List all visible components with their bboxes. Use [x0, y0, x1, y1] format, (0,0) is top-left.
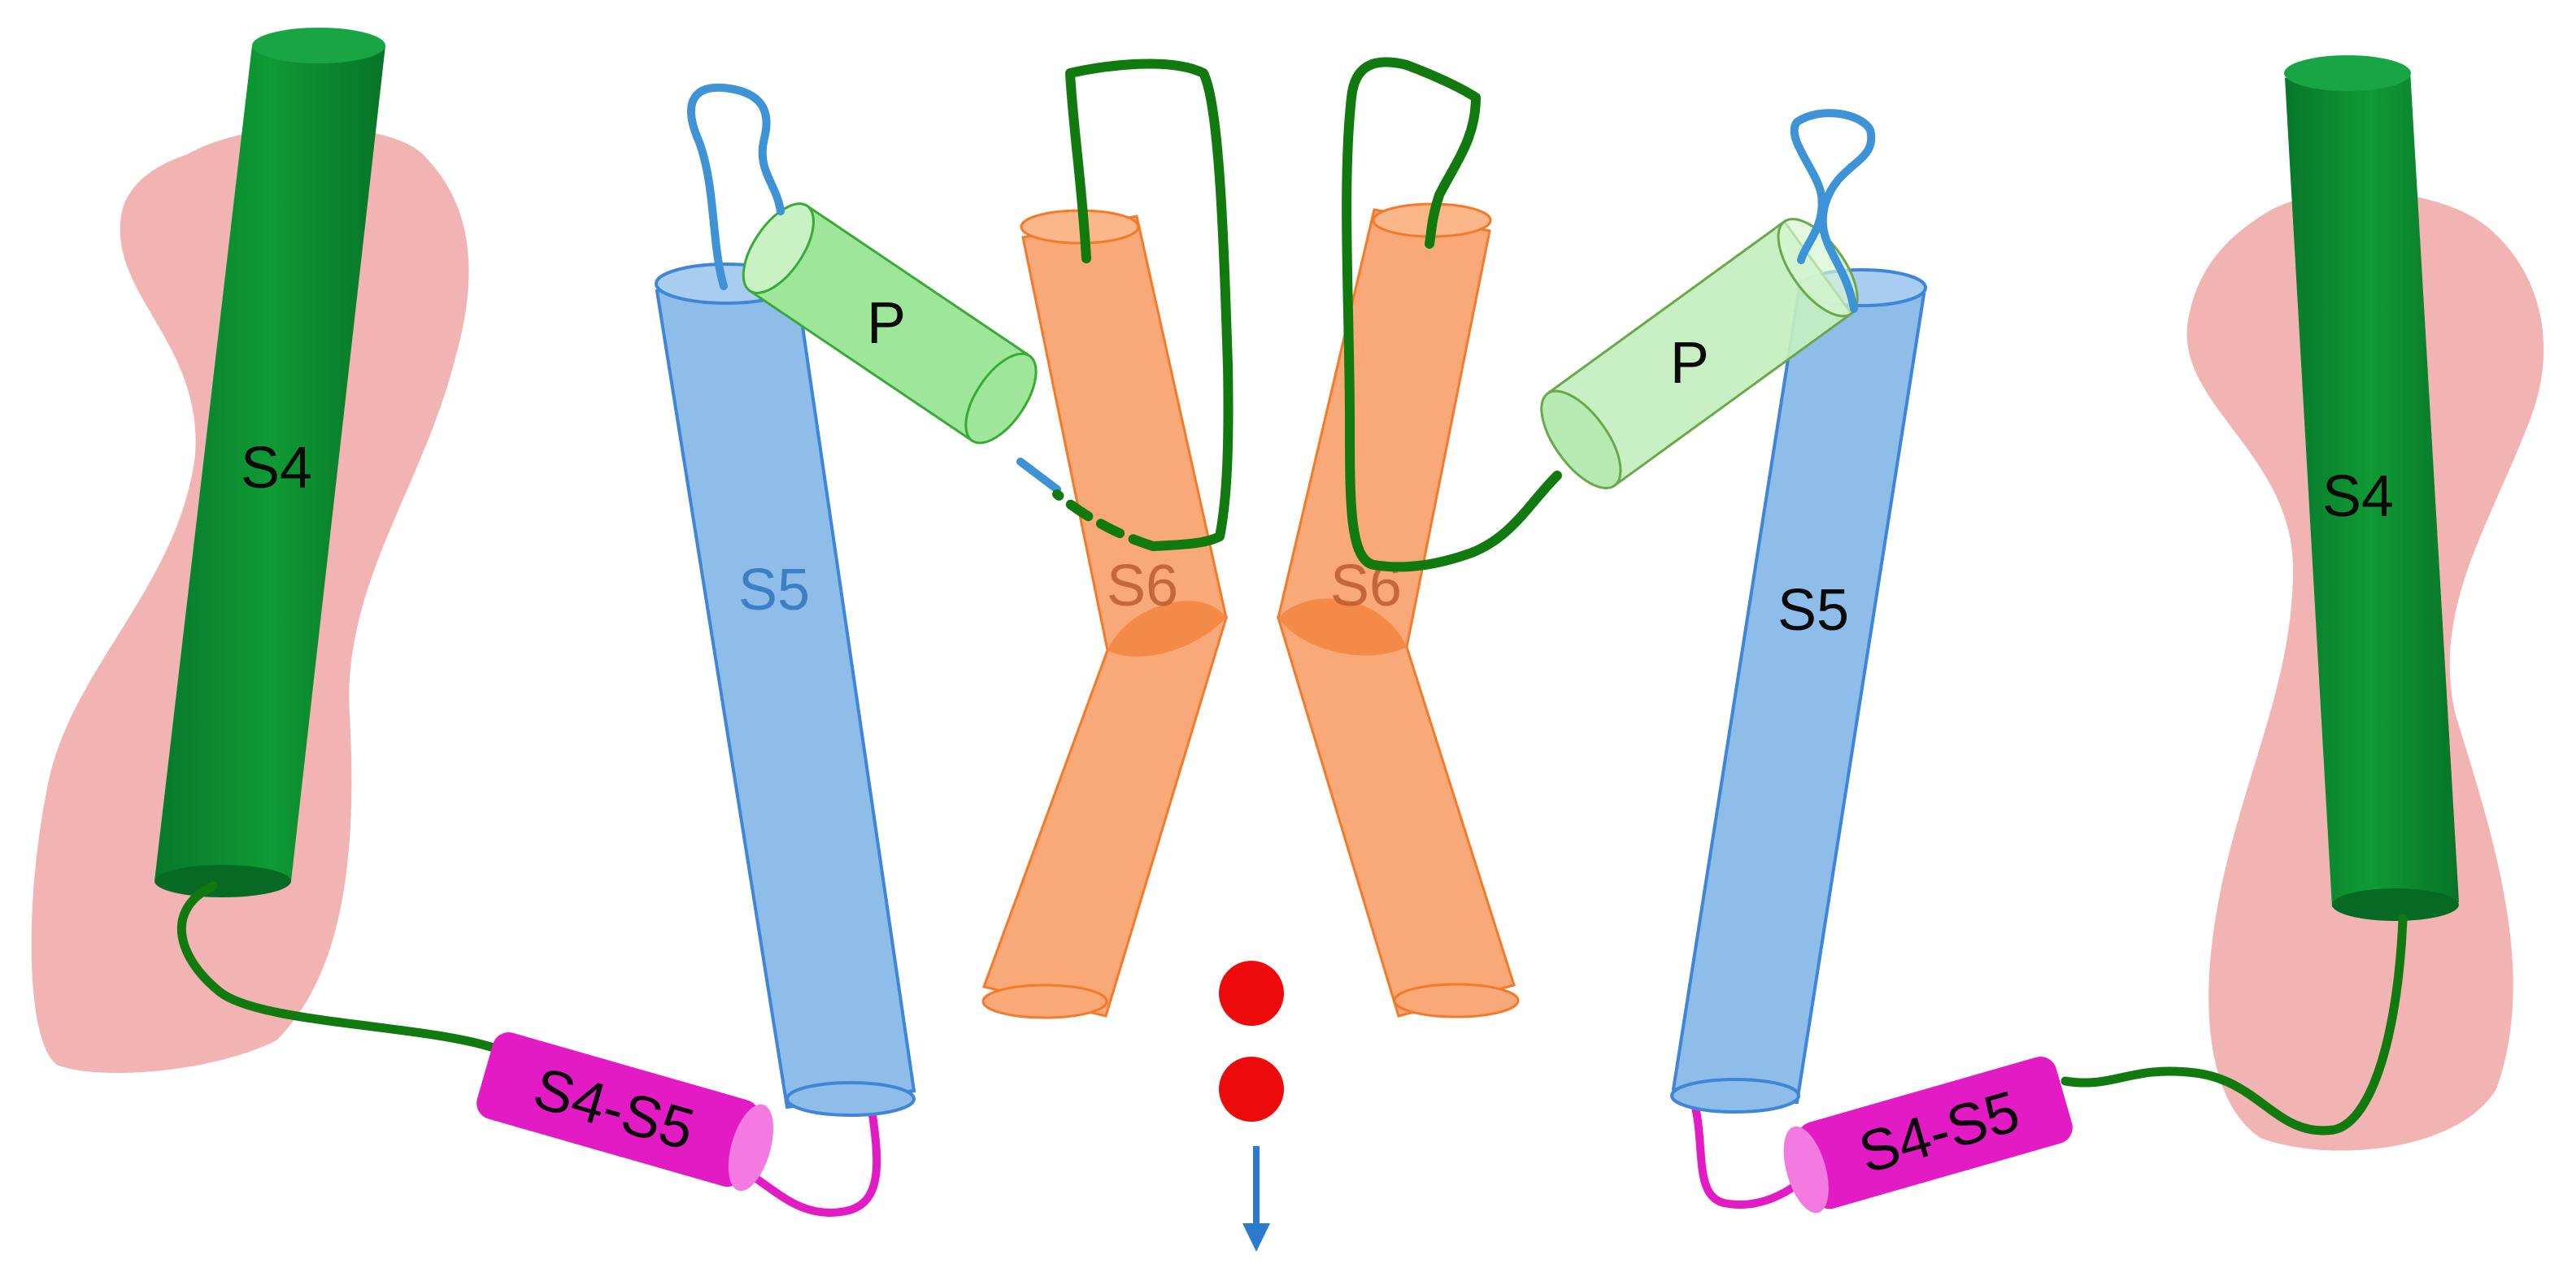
p-label-left: P — [867, 291, 906, 356]
s6-helix-left: S6 — [981, 209, 1229, 1019]
s4-helix-left: S4 — [154, 28, 385, 897]
s4-label-left: S4 — [241, 436, 312, 501]
voltage-sensor-left: S4 — [31, 28, 469, 1073]
s5-label-left: S5 — [738, 558, 810, 623]
p-label-right: P — [1670, 331, 1709, 396]
s5-linker-loop-left — [752, 1093, 881, 1217]
p-s6-loop-left — [1065, 59, 1234, 551]
ion-flow-arrow — [1242, 1146, 1270, 1252]
s5-helix-right: S5 — [1670, 268, 1927, 1114]
s5-linker-loop-right — [1687, 1089, 1817, 1209]
s4-label-right: S4 — [2322, 464, 2394, 529]
s4-s5-linker-right: S4-S5 — [1783, 1057, 2073, 1214]
s5-helix-left: S5 — [655, 263, 916, 1117]
p-s6-loop-left-dashed — [1052, 489, 1158, 551]
s4-linker-loop-left — [176, 881, 501, 1053]
p-helix-left: P — [742, 202, 1038, 445]
s4-helix-right: S4 — [2284, 55, 2459, 921]
s4-linker-loop-right — [2060, 914, 2408, 1136]
s6-label-left: S6 — [1107, 554, 1178, 619]
s6-helix-right: S6 — [1276, 202, 1520, 1018]
ions — [1219, 961, 1284, 1122]
p-tail-left — [1016, 458, 1061, 493]
s4-s5-linker-left: S4-S5 — [476, 1032, 774, 1192]
ion — [1219, 961, 1284, 1026]
p-helix-right: P — [1540, 218, 1859, 489]
s5-p-loop-right — [1790, 109, 1876, 313]
ion — [1219, 1057, 1284, 1122]
voltage-sensor-right: S4 — [2187, 55, 2544, 1151]
s5-p-loop-left — [687, 83, 785, 290]
p-s6-loop-right — [1342, 57, 1562, 572]
s5-label-right: S5 — [1778, 578, 1849, 643]
